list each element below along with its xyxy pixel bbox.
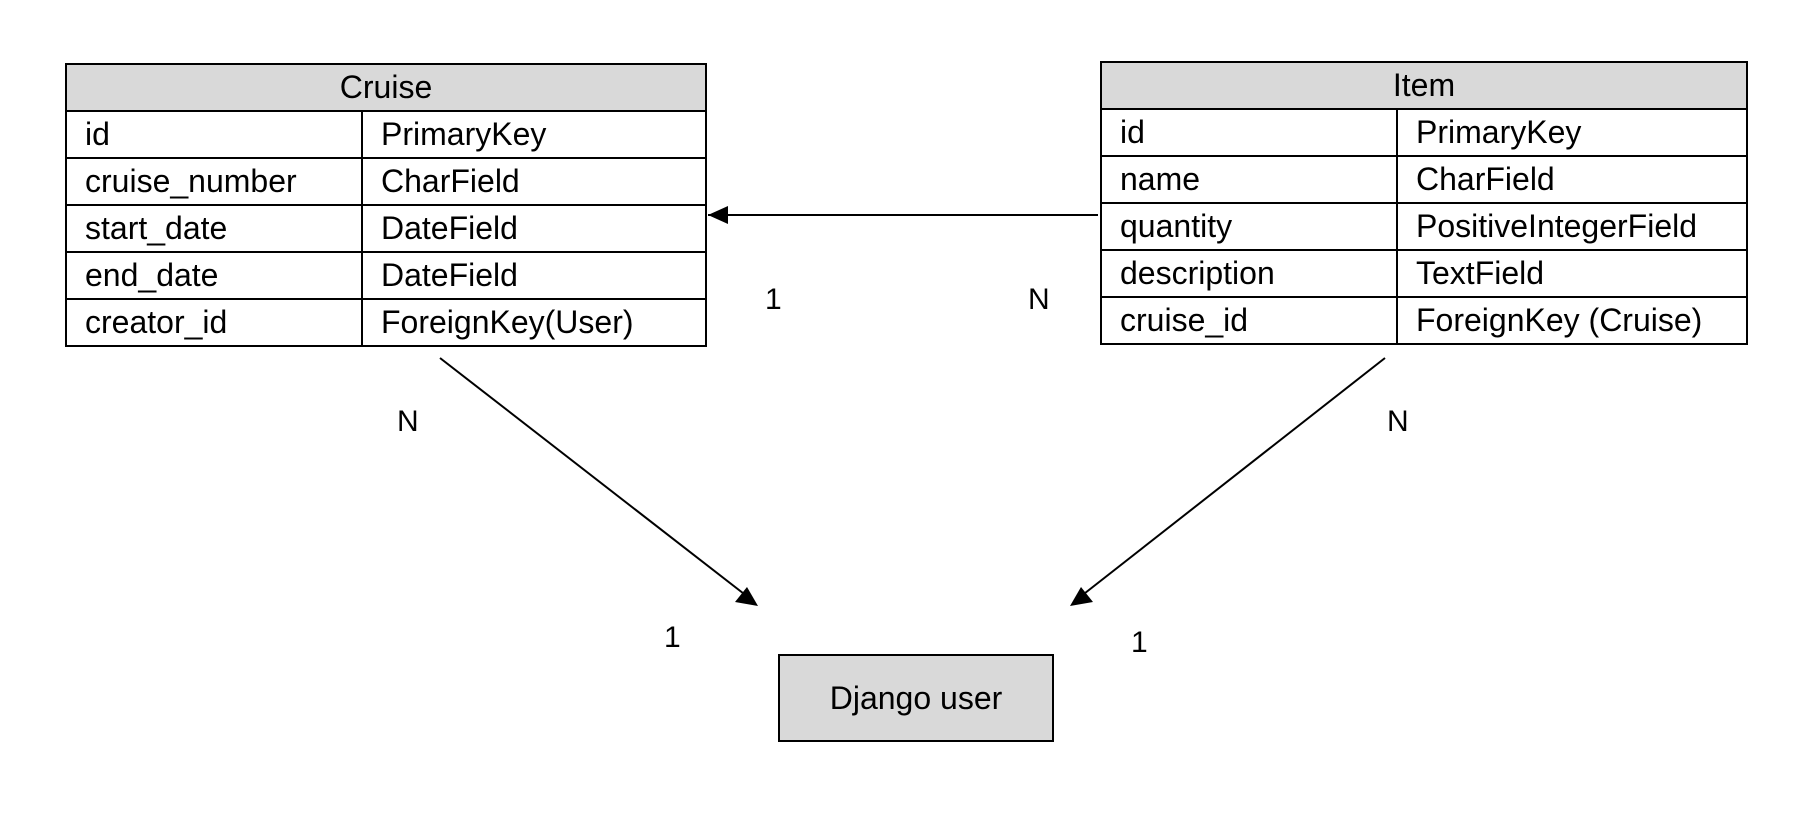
table-row: start_date DateField xyxy=(65,204,707,253)
table-row: cruise_number CharField xyxy=(65,157,707,206)
table-row: cruise_id ForeignKey (Cruise) xyxy=(1100,296,1749,345)
field-name: id xyxy=(65,110,363,159)
cruise-table: Cruise id PrimaryKey cruise_number CharF… xyxy=(65,63,707,347)
table-row: id PrimaryKey xyxy=(65,110,707,159)
cardinality-cruise-user-from: N xyxy=(397,405,419,438)
field-type: PrimaryKey xyxy=(361,110,707,159)
field-type: ForeignKey(User) xyxy=(361,298,707,347)
cardinality-item-user-from: N xyxy=(1387,405,1409,438)
table-row: creator_id ForeignKey(User) xyxy=(65,298,707,347)
cardinality-cruise-user-to: 1 xyxy=(664,621,681,654)
item-to-user-arrow xyxy=(1079,357,1386,598)
field-name: quantity xyxy=(1100,202,1398,251)
field-type: PrimaryKey xyxy=(1395,108,1749,157)
table-row: name CharField xyxy=(1100,155,1749,204)
django-user-box: Django user xyxy=(778,654,1054,742)
field-name: name xyxy=(1100,155,1398,204)
cruise-header-row: Cruise xyxy=(65,63,707,112)
field-name: cruise_number xyxy=(65,157,363,206)
table-row: description TextField xyxy=(1100,249,1749,298)
field-type: TextField xyxy=(1395,249,1749,298)
item-title: Item xyxy=(1099,61,1749,110)
field-name: start_date xyxy=(65,204,363,253)
django-user-title: Django user xyxy=(829,679,1003,716)
item-table: Item id PrimaryKey name CharField quanti… xyxy=(1099,61,1749,345)
field-name: creator_id xyxy=(65,298,363,347)
field-name: description xyxy=(1100,249,1398,298)
cardinality-cruise-side: 1 xyxy=(765,283,782,316)
field-type: PositiveIntegerField xyxy=(1395,202,1749,251)
field-name: cruise_id xyxy=(1100,296,1398,345)
field-type: DateField xyxy=(361,204,707,253)
cardinality-item-user-to: 1 xyxy=(1131,626,1148,659)
item-to-user-arrowhead xyxy=(1070,587,1093,606)
field-type: CharField xyxy=(1395,155,1749,204)
cardinality-item-side: N xyxy=(1028,283,1050,316)
field-type: ForeignKey (Cruise) xyxy=(1395,296,1749,345)
item-header-row: Item xyxy=(1099,61,1749,110)
field-type: CharField xyxy=(361,157,707,206)
table-row: id PrimaryKey xyxy=(1100,108,1749,157)
table-row: end_date DateField xyxy=(65,251,707,300)
field-type: DateField xyxy=(361,251,707,300)
field-name: id xyxy=(1100,108,1398,157)
cruise-title: Cruise xyxy=(65,63,707,112)
table-row: quantity PositiveIntegerField xyxy=(1100,202,1749,251)
cruise-to-user-arrow xyxy=(439,357,749,598)
item-to-cruise-arrowhead xyxy=(708,206,728,224)
field-name: end_date xyxy=(65,251,363,300)
cruise-to-user-arrowhead xyxy=(735,587,758,606)
